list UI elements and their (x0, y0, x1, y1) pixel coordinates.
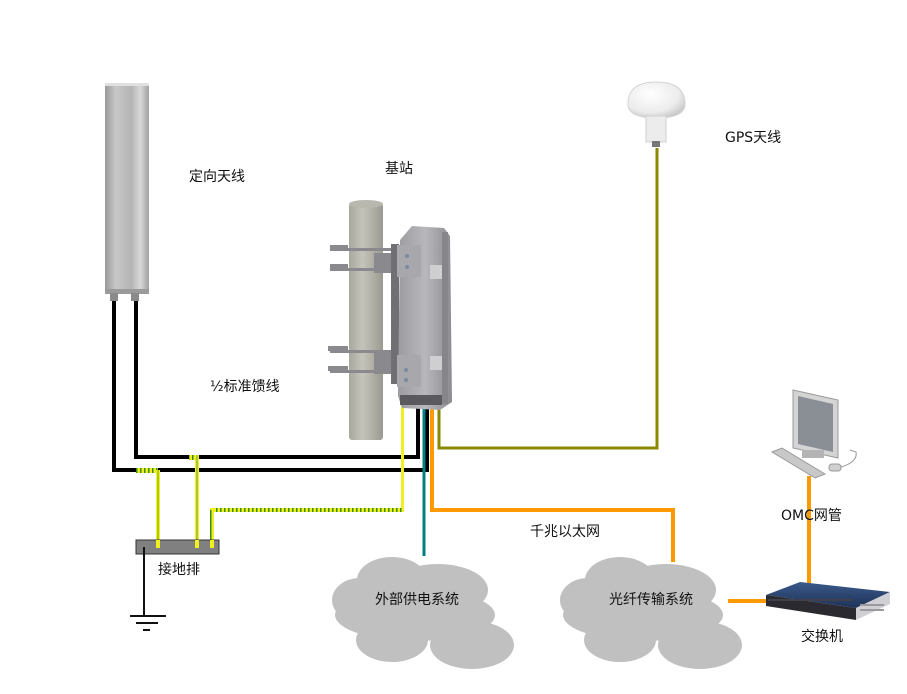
workstation-icon (770, 389, 857, 479)
feeder-cable-label: ½标准馈线 (210, 379, 280, 395)
directional-antenna-label: 定向天线 (189, 169, 245, 185)
feeder-cable-2 (134, 297, 420, 459)
base-station-label: 基站 (385, 161, 413, 177)
ground-bar-label: 接地排 (158, 562, 200, 578)
gps-antenna-icon (627, 81, 686, 147)
switch-label: 交换机 (801, 629, 843, 645)
gps-antenna-label: GPS天线 (725, 130, 782, 146)
gigabit-ethernet-label: 千兆以太网 (530, 524, 600, 540)
external-power-label: 外部供电系统 (375, 592, 459, 608)
feeder-cable-1 (112, 297, 429, 472)
ground-wire-feeder (189, 455, 199, 546)
fiber-transmission-cloud-icon (560, 557, 742, 669)
omc-label: OMC网管 (781, 508, 842, 524)
ethernet-cable-bs-to-fiber (430, 408, 675, 562)
pole-mounted-base-station-icon (328, 200, 452, 440)
ground-wire-base-station (210, 405, 404, 546)
external-power-cloud-icon (332, 557, 514, 669)
panel-antenna-icon (105, 83, 149, 301)
rack-switch-icon (766, 582, 890, 620)
fiber-transmission-label: 光纤传输系统 (609, 592, 693, 608)
gps-cable (437, 148, 659, 450)
ground-bar-icon (130, 539, 220, 631)
ground-wire-antenna (136, 468, 160, 546)
